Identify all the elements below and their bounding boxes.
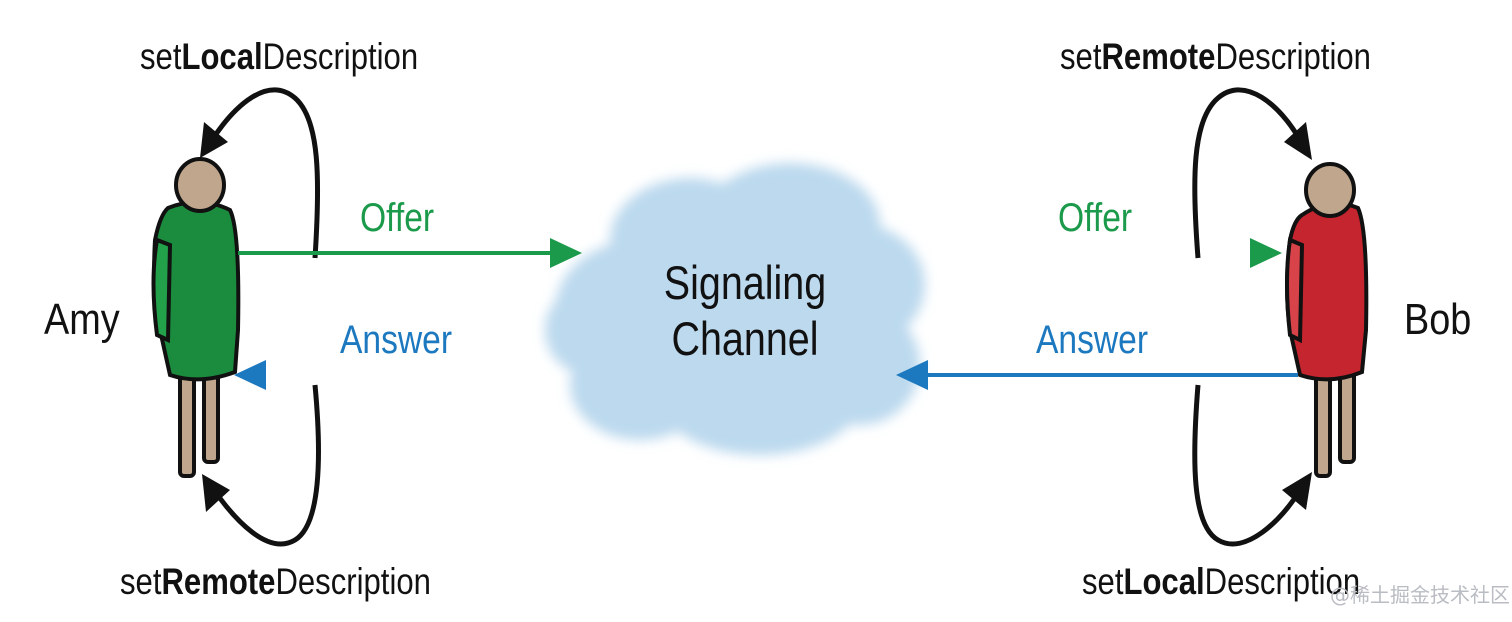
- amy-bottom-loop-arrow: [211, 384, 321, 547]
- bob-arm: [1285, 237, 1305, 344]
- signaling-channel-label: Signaling Channel: [632, 255, 859, 368]
- amy-leg-right: [202, 370, 220, 464]
- amy-top-arrowhead: [200, 122, 228, 158]
- bob-figure: [1285, 162, 1369, 478]
- offer-arrow-right-head: [1250, 238, 1282, 268]
- answer-arrow-right-head: [896, 360, 928, 390]
- bob-top-arrowhead: [1284, 122, 1312, 160]
- offer-arrow-left-head: [550, 238, 582, 268]
- amy-top-loop-arrow: [209, 87, 321, 259]
- watermark-text: @稀土掘金技术社区: [1330, 583, 1510, 607]
- actor-name-amy: Amy: [44, 295, 120, 344]
- label-set-local-description-bottom-right: setLocalDescription: [1082, 561, 1361, 602]
- amy-arm: [151, 237, 173, 344]
- amy-bottom-arrowhead: [202, 474, 230, 512]
- signaling-channel-cloud: [545, 163, 925, 455]
- answer-label-right: Answer: [1036, 318, 1149, 362]
- signaling-channel-line1: Signaling: [663, 256, 827, 309]
- answer-arrow-left-head: [234, 360, 266, 390]
- actor-name-bob: Bob: [1404, 295, 1472, 344]
- amy-leg-left: [178, 370, 196, 478]
- answer-label-left: Answer: [340, 318, 453, 362]
- label-set-local-description-top-left: setLocalDescription: [140, 36, 419, 77]
- bob-head: [1304, 162, 1356, 218]
- bob-bottom-loop-arrow: [1192, 384, 1303, 547]
- bob-top-loop-arrow: [1192, 87, 1303, 259]
- label-set-remote-description-top-right: setRemoteDescription: [1060, 36, 1371, 77]
- offer-label-right: Offer: [1058, 196, 1133, 240]
- offer-label-left: Offer: [360, 196, 435, 240]
- bob-leg-right: [1338, 370, 1356, 464]
- bob-leg-left: [1314, 370, 1332, 478]
- bob-bottom-arrowhead: [1282, 472, 1312, 510]
- amy-figure: [151, 157, 241, 478]
- label-set-remote-description-bottom-left: setRemoteDescription: [120, 561, 431, 602]
- signaling-channel-line2: Channel: [671, 312, 819, 366]
- amy-head: [174, 157, 226, 213]
